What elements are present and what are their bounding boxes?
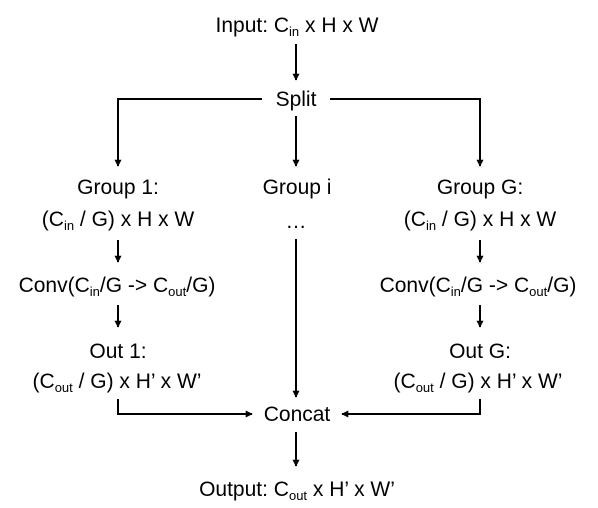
input-label: Input: Cin x H x W [215, 14, 379, 39]
group-i-ellipsis: … [285, 210, 307, 233]
arrow-out-1-to-concat [117, 399, 253, 418]
group-g-shape: (Cin / G) x H x W [403, 208, 557, 233]
group-g-title: Group G: [436, 176, 524, 199]
arrow-out-g-to-concat [341, 399, 481, 418]
group-1-title: Group 1: [77, 176, 159, 199]
group-1-conv: Conv(Cin/G -> Cout/G) [18, 274, 216, 299]
out-g-shape: (Cout / G) x H’ x W’ [393, 370, 563, 395]
arrow-split-to-group-g [330, 98, 484, 167]
out-1-shape: (Cout / G) x H’ x W’ [32, 370, 202, 395]
group-g-conv: Conv(Cin/G -> Cout/G) [379, 274, 577, 299]
concat-label: Concat [263, 403, 331, 426]
group-1-shape: (Cin / G) x H x W [41, 208, 195, 233]
group-i-title: Group i [262, 176, 332, 199]
arrow-split-to-group-1 [114, 98, 262, 167]
out-g-title: Out G: [449, 340, 511, 363]
split-label: Split [275, 88, 317, 111]
out-1-title: Out 1: [89, 340, 147, 363]
output-label: Output: Cout x H’ x W’ [199, 478, 395, 503]
